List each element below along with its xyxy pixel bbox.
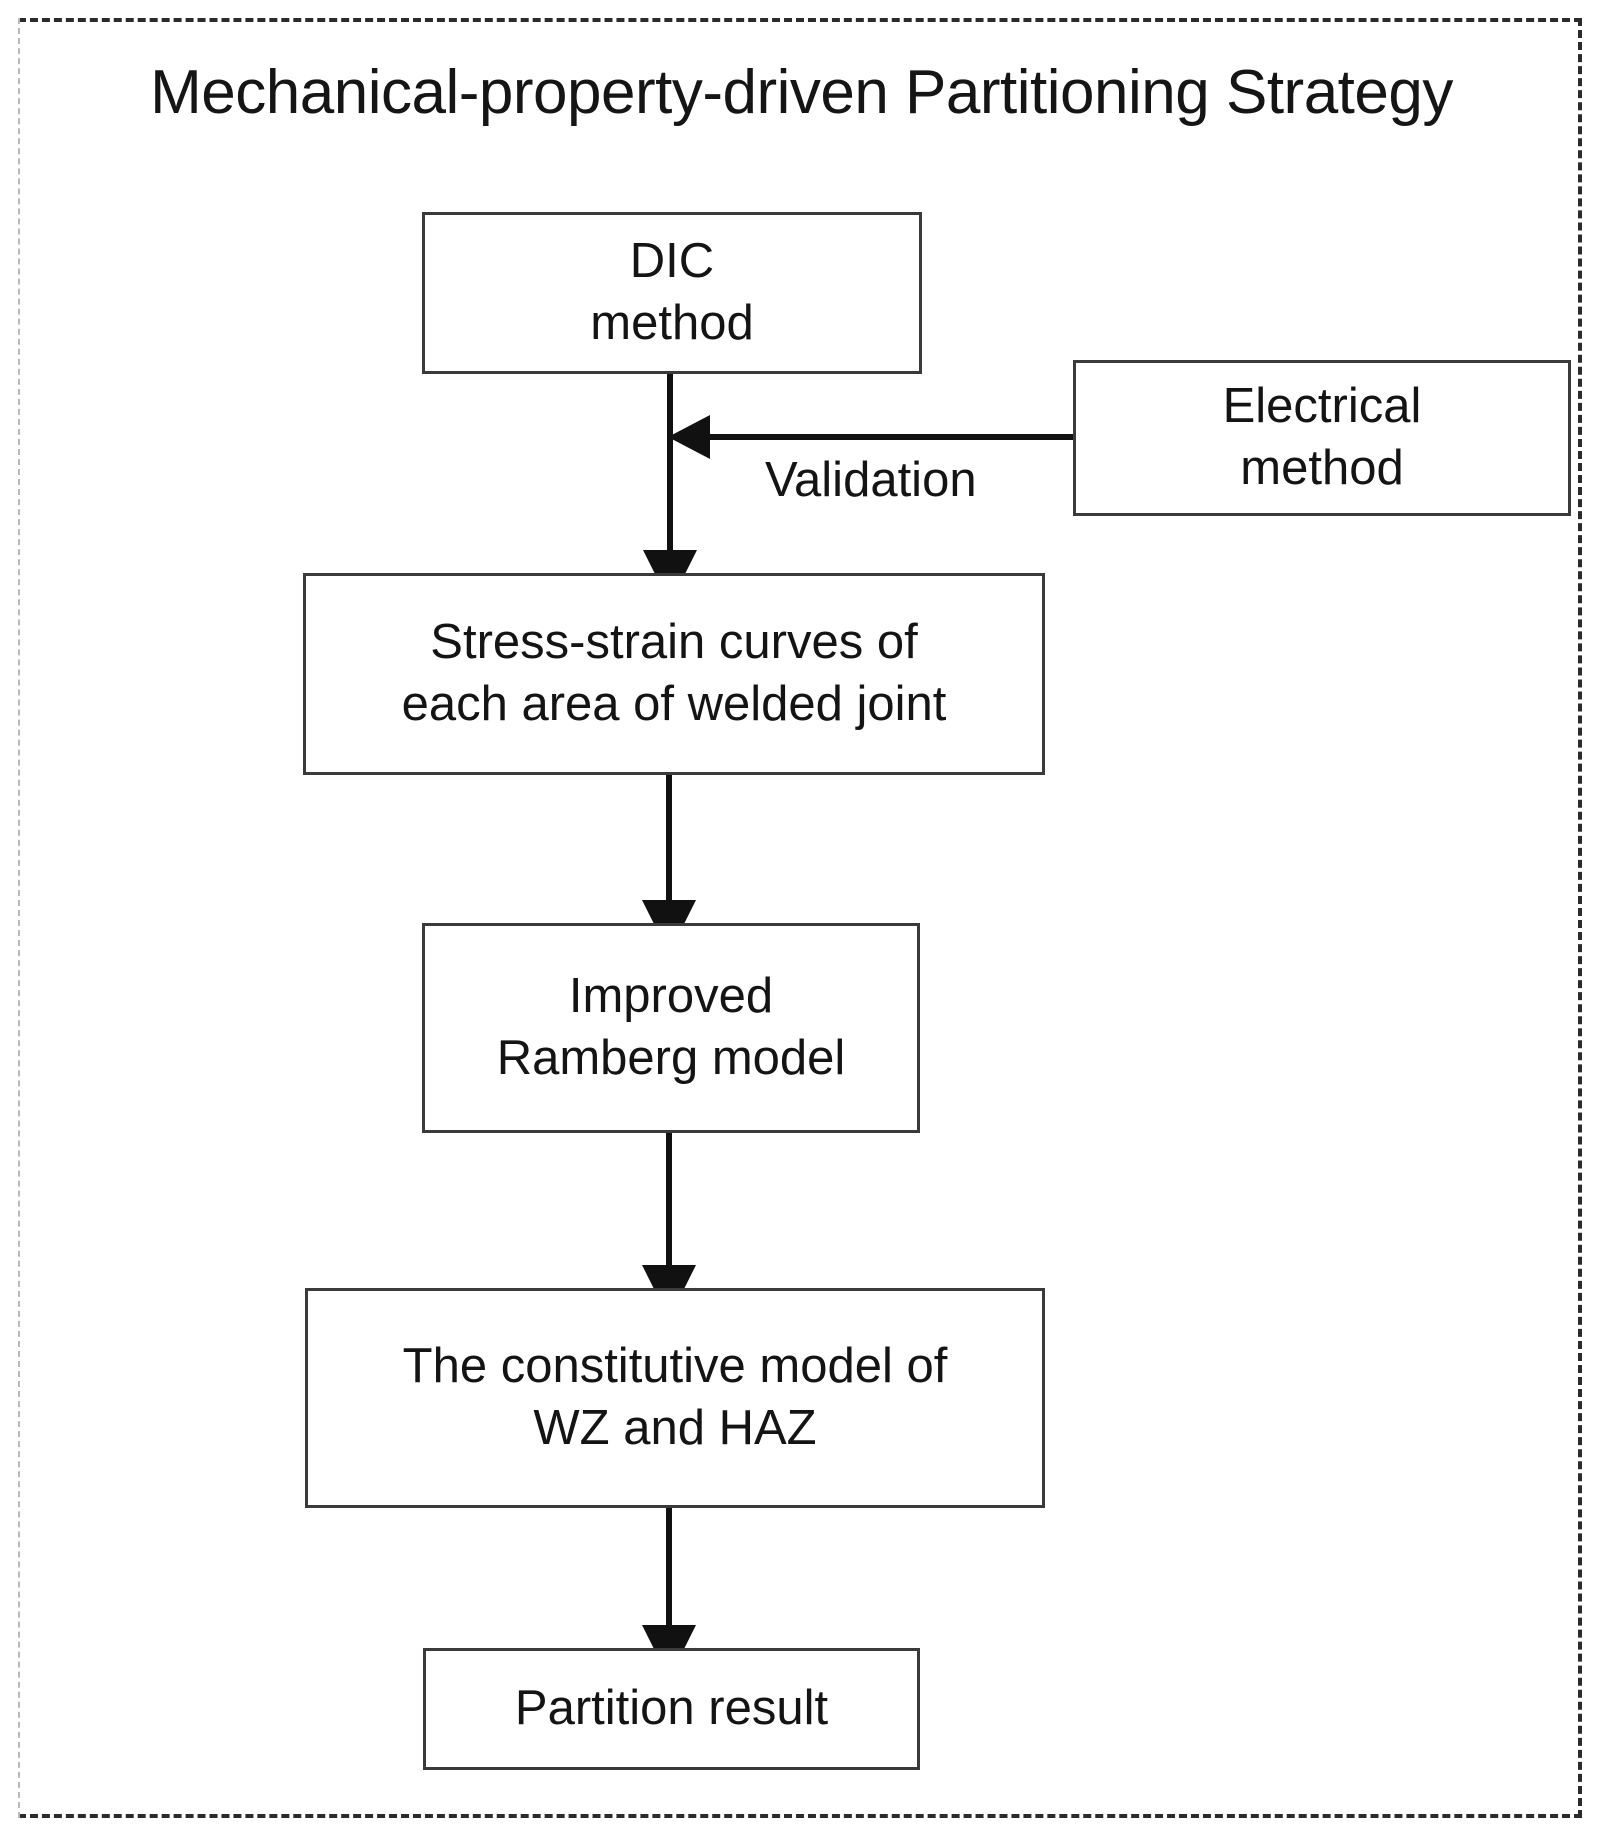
node-constitutive-line2: WZ and HAZ — [533, 1401, 817, 1455]
node-ramberg-line2: Ramberg model — [496, 1031, 846, 1085]
node-stress-strain-curves[interactable]: Stress-strain curves of each area of wel… — [303, 573, 1045, 775]
outer-dashed-frame — [18, 18, 1582, 1818]
node-dic-method-line2: method — [590, 296, 754, 350]
node-dic-method-line1: DIC — [629, 234, 715, 289]
node-stress-strain-line2: each area of welded joint — [401, 677, 947, 731]
frame-left-edge — [18, 18, 20, 1818]
node-constitutive-model[interactable]: The constitutive model of WZ and HAZ — [305, 1288, 1045, 1508]
edge-label-validation: Validation — [765, 453, 977, 507]
node-constitutive-line1: The constitutive model of — [402, 1339, 948, 1394]
node-electrical-method-line1: Electrical — [1222, 379, 1422, 434]
page-title: Mechanical-property-driven Partitioning … — [150, 58, 1453, 127]
node-improved-ramberg-model[interactable]: Improved Ramberg model — [422, 923, 920, 1133]
node-ramberg-line1: Improved — [568, 969, 774, 1024]
node-partition-result-line1: Partition result — [514, 1681, 829, 1736]
node-dic-method[interactable]: DIC method — [422, 212, 922, 374]
frame-bottom-edge — [18, 1814, 1582, 1818]
frame-top-edge — [18, 18, 1582, 22]
node-electrical-method-line2: method — [1240, 441, 1404, 495]
frame-right-edge — [1578, 18, 1582, 1818]
node-partition-result[interactable]: Partition result — [423, 1648, 920, 1770]
node-electrical-method[interactable]: Electrical method — [1073, 360, 1571, 516]
node-stress-strain-line1: Stress-strain curves of — [430, 615, 918, 670]
